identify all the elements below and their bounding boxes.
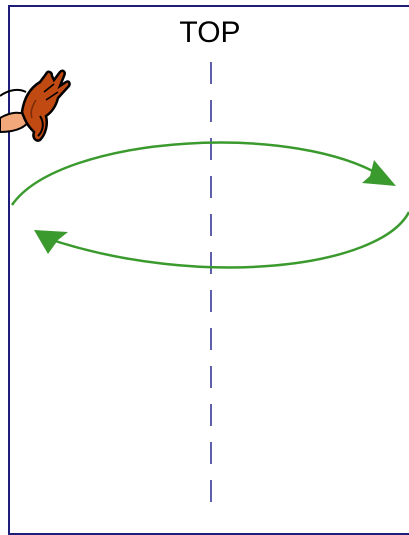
top-label: TOP [179, 16, 240, 49]
